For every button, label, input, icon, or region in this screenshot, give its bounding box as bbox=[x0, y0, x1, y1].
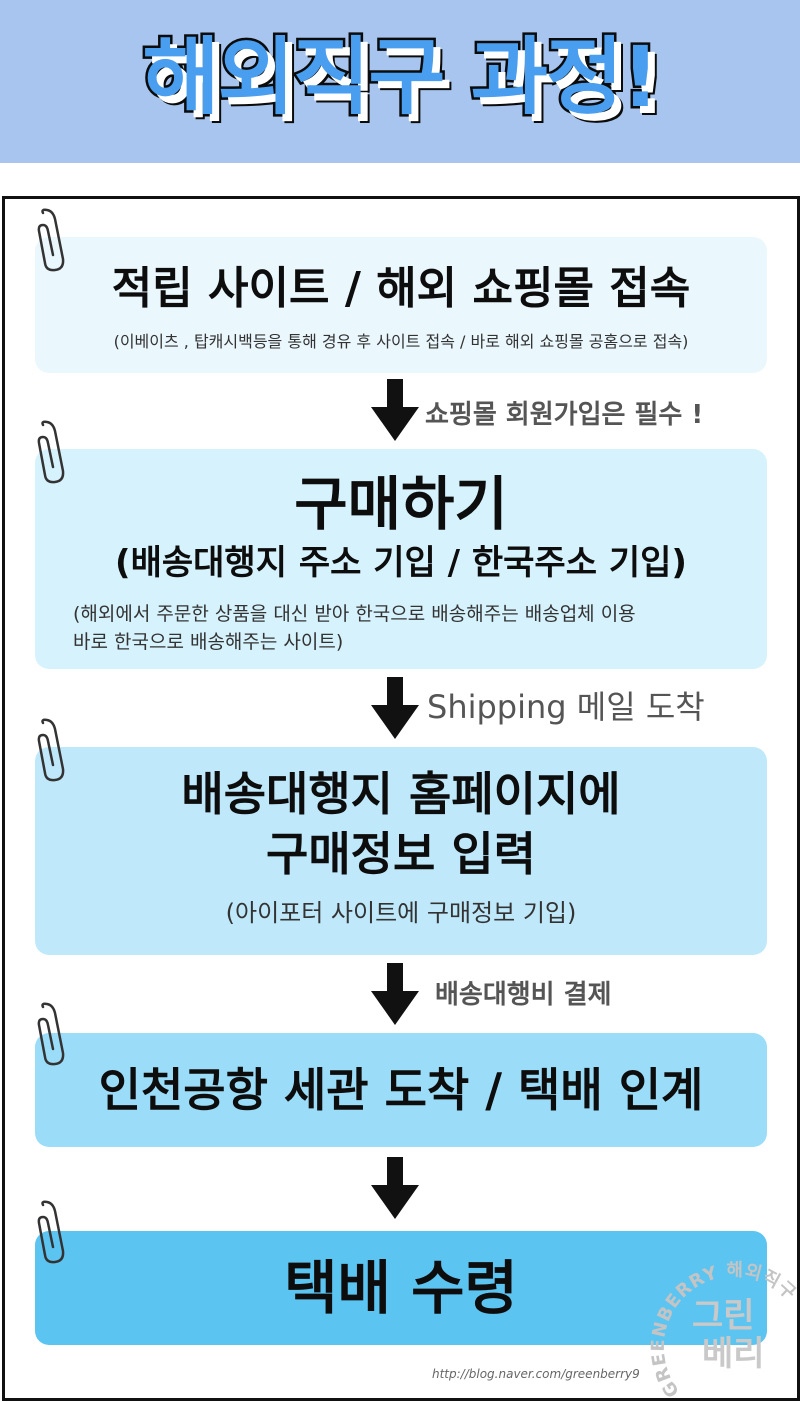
paperclip-icon bbox=[37, 208, 65, 272]
header-banner: 해외직구 과정! bbox=[0, 0, 800, 163]
arrow-down-icon bbox=[371, 677, 419, 739]
step-2-box: 구매하기 (배송대행지 주소 기입 / 한국주소 기입) (해외에서 주문한 상… bbox=[35, 449, 767, 669]
step-3-box: 배송대행지 홈페이지에 구매정보 입력 (아이포터 사이트에 구매정보 기입) bbox=[35, 747, 767, 955]
step-1-box: 적립 사이트 / 해외 쇼핑몰 접속 (이베이츠 , 탑캐시백등을 통해 경유 … bbox=[35, 237, 767, 373]
arrow-down-icon bbox=[371, 379, 419, 441]
step-3-title-line2: 구매정보 입력 bbox=[266, 827, 536, 881]
step-5-title: 택배 수령 bbox=[284, 1254, 518, 1322]
arrow-down-icon bbox=[371, 963, 419, 1025]
note-shipping-mail: Shipping 메일 도착 bbox=[427, 688, 705, 726]
step-1-desc: (이베이츠 , 탑캐시백등을 통해 경유 후 사이트 접속 / 바로 해외 쇼핑… bbox=[113, 332, 689, 351]
step-3-title-line1: 배송대행지 홈페이지에 bbox=[181, 767, 621, 821]
process-frame: 적립 사이트 / 해외 쇼핑몰 접속 (이베이츠 , 탑캐시백등을 통해 경유 … bbox=[2, 196, 800, 1401]
note-signup-required: 쇼핑몰 회원가입은 필수 ! bbox=[425, 400, 704, 430]
paperclip-icon bbox=[37, 718, 65, 782]
paperclip-icon bbox=[37, 1002, 65, 1066]
paperclip-icon bbox=[37, 420, 65, 484]
step-2-subtitle: (배송대행지 주소 기입 / 한국주소 기입) bbox=[115, 543, 687, 583]
page-title: 해외직구 과정! bbox=[140, 26, 662, 129]
step-3-desc: (아이포터 사이트에 구매정보 기입) bbox=[225, 899, 577, 927]
step-2-desc-line2: 바로 한국으로 배송해주는 사이트) bbox=[73, 631, 344, 653]
step-1-title: 적립 사이트 / 해외 쇼핑몰 접속 bbox=[111, 263, 691, 314]
step-4-title: 인천공항 세관 도착 / 택배 인계 bbox=[98, 1063, 704, 1117]
step-2-desc-line1: (해외에서 주문한 상품을 대신 받아 한국으로 배송해주는 배송업체 이용 bbox=[73, 603, 636, 625]
paperclip-icon bbox=[37, 1200, 65, 1264]
step-4-box: 인천공항 세관 도착 / 택배 인계 bbox=[35, 1033, 767, 1147]
note-shipping-fee: 배송대행비 결제 bbox=[435, 980, 612, 1010]
step-2-title: 구매하기 bbox=[294, 470, 508, 538]
step-5-box: 택배 수령 bbox=[35, 1231, 767, 1345]
arrow-down-icon bbox=[371, 1157, 419, 1219]
